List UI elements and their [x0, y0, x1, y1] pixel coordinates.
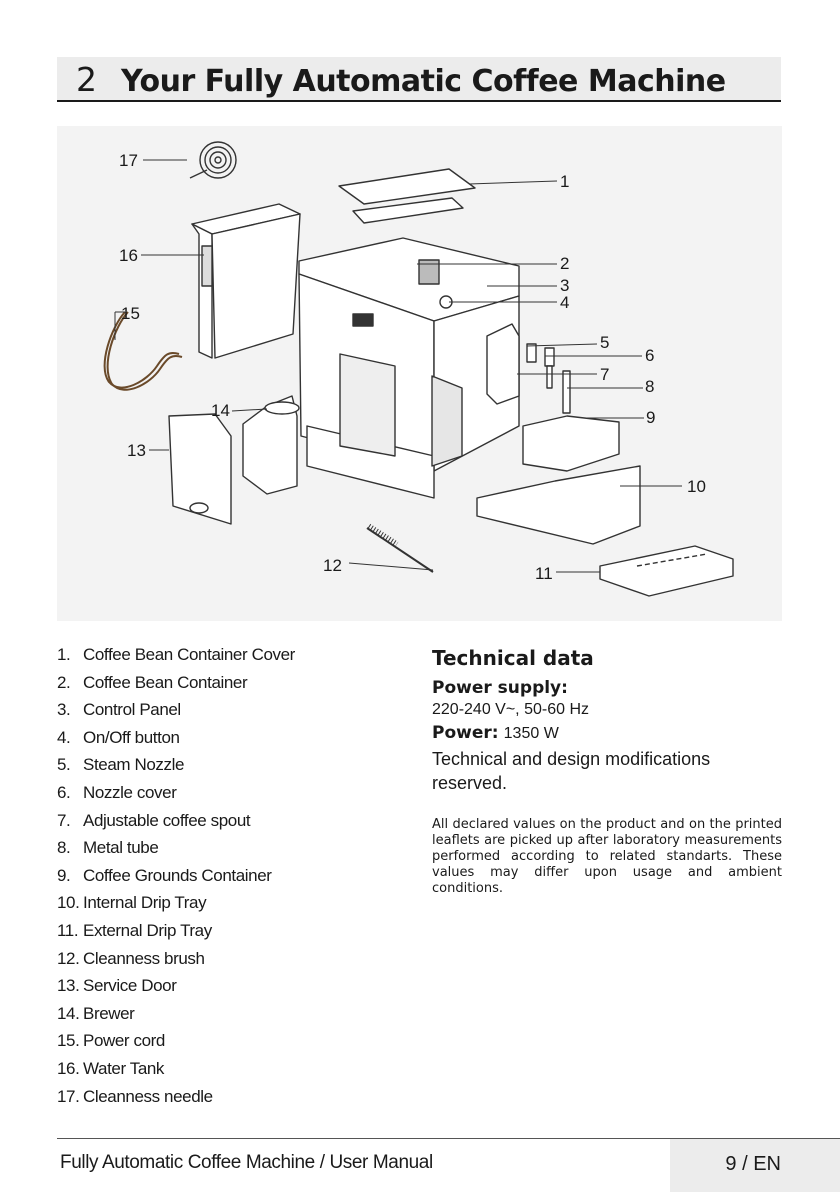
list-item-number: 10. — [57, 893, 80, 913]
list-item-number: 9. — [57, 865, 71, 885]
list-item-label: Control Panel — [83, 700, 181, 720]
technical-data-section: Technical data Power supply: 220-240 V~,… — [432, 645, 784, 897]
list-item-label: Nozzle cover — [83, 782, 177, 802]
callout-2: 2 — [560, 254, 569, 273]
callout-3: 3 — [560, 276, 569, 295]
callout-10: 10 — [687, 477, 706, 496]
list-item: 8. Metal tube — [57, 838, 407, 866]
callout-14: 14 — [211, 401, 230, 420]
callout-12: 12 — [323, 556, 342, 575]
service-door-drawing — [168, 413, 232, 525]
footer-manual-title: Fully Automatic Coffee Machine / User Ma… — [60, 1152, 433, 1173]
callout-16: 16 — [119, 246, 138, 265]
list-item: 16.Water Tank — [57, 1059, 407, 1087]
list-item: 5. Steam Nozzle — [57, 755, 407, 783]
page-title: Your Fully Automatic Coffee Machine — [121, 64, 726, 99]
section-header: 2 Your Fully Automatic Coffee Machine — [57, 57, 781, 102]
list-item-number: 3. — [57, 700, 71, 720]
list-item-label: Cleanness needle — [83, 1086, 213, 1106]
list-item: 9. Coffee Grounds Container — [57, 866, 407, 894]
list-item-label: Water Tank — [83, 1058, 165, 1078]
machine-body-drawing — [298, 237, 520, 499]
cleanness-brush-drawing — [366, 523, 434, 573]
list-item: 13.Service Door — [57, 976, 407, 1004]
list-item-label: External Drip Tray — [83, 920, 212, 940]
list-item-number: 12. — [57, 948, 80, 968]
section-number: 2 — [76, 60, 97, 99]
list-item: 10.Internal Drip Tray — [57, 893, 407, 921]
list-item: 4. On/Off button — [57, 728, 407, 756]
modifications-note: Technical and design modifications reser… — [432, 749, 711, 793]
callout-8: 8 — [645, 377, 654, 396]
list-item-label: Cleanness brush — [83, 948, 205, 968]
exploded-view-figure: 17 1 16 15 2 3 4 5 6 7 8 9 10 11 12 13 1… — [57, 126, 782, 621]
technical-data-heading: Technical data — [432, 646, 594, 670]
power-value: 1350 W — [503, 725, 559, 742]
list-item-label: Power cord — [83, 1031, 165, 1051]
list-item-label: Coffee Bean Container — [83, 672, 248, 692]
list-item-number: 1. — [57, 645, 71, 664]
footer-divider — [57, 1138, 840, 1139]
callout-6: 6 — [645, 346, 654, 365]
brewer-drawing — [242, 395, 300, 495]
list-item-label: Coffee Grounds Container — [83, 865, 272, 885]
list-item-label: Internal Drip Tray — [83, 893, 207, 913]
list-item-number: 16. — [57, 1058, 80, 1078]
page-number: 9 / EN — [725, 1153, 781, 1175]
callout-15: 15 — [121, 304, 140, 323]
callout-13: 13 — [127, 441, 146, 460]
list-item: 1. Coffee Bean Container Cover — [57, 645, 407, 673]
parts-list: 1. Coffee Bean Container Cover 2. Coffee B… — [57, 645, 407, 1114]
power-supply-value: 220-240 V~, 50-60 Hz — [432, 701, 589, 718]
list-item: 2. Coffee Bean Container — [57, 673, 407, 701]
list-item: 15.Power cord — [57, 1031, 407, 1059]
callout-4: 4 — [560, 293, 569, 312]
list-item-number: 14. — [57, 1003, 80, 1023]
list-item-number: 7. — [57, 810, 71, 830]
list-item-number: 8. — [57, 838, 71, 858]
list-item-label: Steam Nozzle — [83, 755, 185, 775]
list-item-label: Brewer — [83, 1003, 135, 1023]
power-label: Power: — [432, 723, 499, 743]
list-item: 3. Control Panel — [57, 700, 407, 728]
list-item-number: 15. — [57, 1031, 80, 1051]
power-supply-label: Power supply: — [432, 678, 568, 698]
power-cord-drawing — [103, 311, 183, 391]
spout-parts-drawing — [486, 323, 571, 414]
list-item-label: On/Off button — [83, 727, 180, 747]
callout-7: 7 — [600, 365, 609, 384]
list-item: 6. Nozzle cover — [57, 783, 407, 811]
list-item: 12.Cleanness brush — [57, 949, 407, 977]
bean-container-cover-drawing — [338, 168, 476, 224]
list-item-number: 5. — [57, 755, 71, 775]
external-drip-tray-drawing — [599, 545, 734, 597]
measurement-disclaimer: All declared values on the product and o… — [432, 817, 782, 896]
list-item: 14.Brewer — [57, 1004, 407, 1032]
list-item-label: Coffee Bean Container Cover — [83, 645, 295, 664]
water-tank-drawing — [191, 203, 301, 359]
list-item-label: Metal tube — [83, 838, 159, 858]
callout-1: 1 — [560, 172, 569, 191]
callout-11: 11 — [535, 564, 553, 583]
list-item: 17.Cleanness needle — [57, 1087, 407, 1115]
list-item-number: 6. — [57, 782, 71, 802]
list-item-number: 4. — [57, 727, 71, 747]
callout-17: 17 — [119, 151, 138, 170]
list-item-number: 11. — [57, 920, 79, 940]
list-item-number: 17. — [57, 1086, 80, 1106]
callout-9: 9 — [646, 408, 655, 427]
list-item: 11.External Drip Tray — [57, 921, 407, 949]
list-item-label: Service Door — [83, 976, 177, 996]
grounds-container-drawing — [522, 415, 620, 472]
machine-diagram: 17 1 16 15 2 3 4 5 6 7 8 9 10 11 12 13 1… — [103, 141, 734, 597]
callout-5: 5 — [600, 333, 609, 352]
list-item: 7. Adjustable coffee spout — [57, 811, 407, 839]
list-item-number: 2. — [57, 672, 71, 692]
footer-page-box: 9 / EN — [670, 1139, 840, 1192]
list-item-number: 13. — [57, 976, 80, 996]
list-item-label: Adjustable coffee spout — [83, 810, 251, 830]
internal-drip-tray-drawing — [476, 465, 641, 545]
power-line: Power: 1350 W — [432, 721, 784, 745]
cleanness-needle-drawing — [189, 141, 237, 179]
